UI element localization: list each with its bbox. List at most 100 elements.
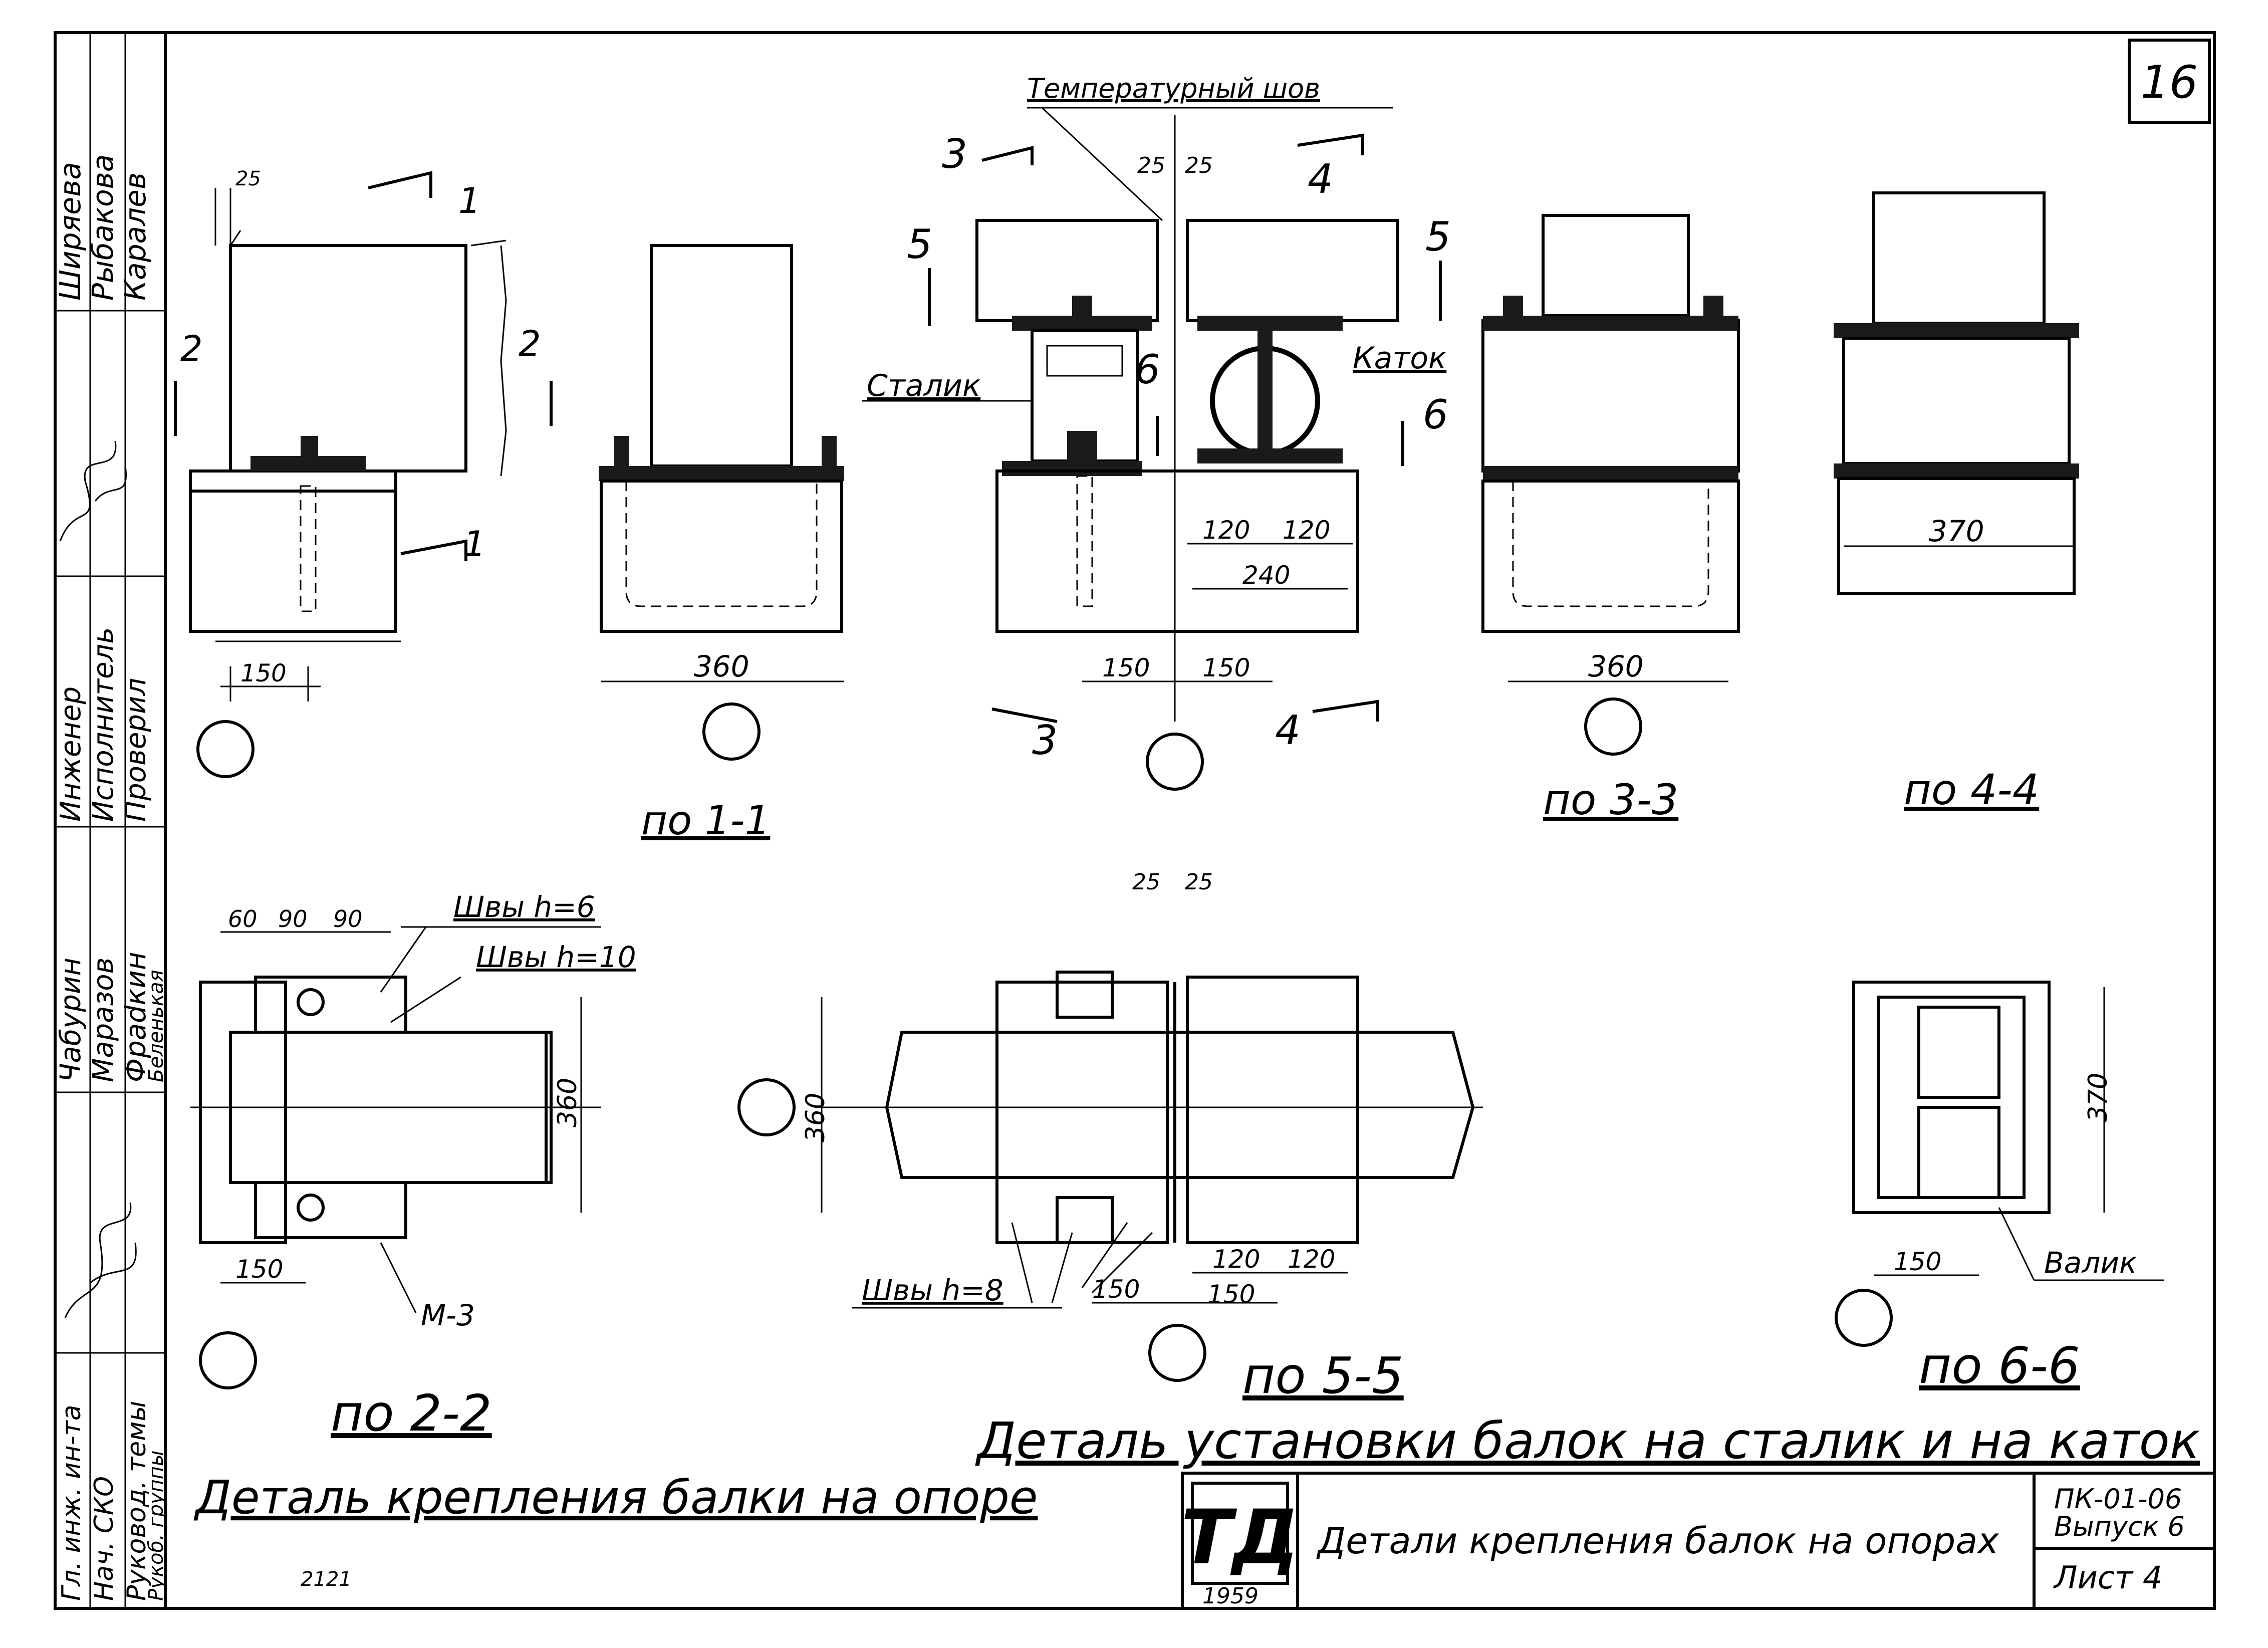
dim-370-section66: 370 [2083,1073,2113,1122]
label-stalik: Сталик [867,368,980,403]
view-label-2-2: по 2-2 [331,1384,492,1443]
view-circle-22 [199,1331,257,1389]
dim-370-section44: 370 [1929,514,1984,548]
name-rybakova: Рыбакова [86,154,120,301]
stamp-year: 1959 [1202,1583,1258,1609]
dim-120-b: 120 [1283,516,1330,545]
view-label-4-4: по 4-4 [1904,765,2039,814]
cut-mark-4-bottom: 4 [1275,707,1301,754]
dim-25-b: 25 [1185,153,1213,178]
dim-150-plan55-a: 150 [1092,1275,1140,1304]
cut-mark-5-left: 5 [907,221,932,268]
role-checked: Проверил [120,678,152,822]
label-welds-h10: Швы h=10 [476,940,636,974]
dim-150-section66: 150 [1894,1247,1941,1276]
bottom-note: 2121 [301,1568,352,1591]
label-valik: Валик [2044,1246,2137,1280]
view-circle-11 [702,702,761,761]
role-chief-engineer: Гл. инж. ин-та [57,1404,87,1601]
title-block: ТД 1959 Детали крепления балок на опорах… [1181,1472,2216,1610]
dim-120-plan55-b: 120 [1288,1245,1335,1274]
view-circle-66 [1835,1289,1893,1347]
view-label-3-3: по 3-3 [1543,775,1678,824]
dim-360-section11: 360 [694,649,749,683]
left-signature-strip: Гл. инж. ин-та Нач. СКО Руковод. темы Ру… [53,33,168,1608]
dim-150-plan22: 150 [235,1255,283,1284]
view-label-1-1: по 1-1 [641,797,770,844]
dim-360-plan22: 360 [553,1078,583,1127]
dim-25-plan55-a: 25 [1132,869,1160,895]
cut-mark-1-top: 1 [458,180,481,221]
signature-2 [64,1202,137,1318]
sheet-label: Лист 4 [2053,1559,2162,1596]
cut-mark-3-top: 3 [942,131,967,177]
label-welds-h8: Швы h=8 [862,1273,1003,1307]
label-m3: М-3 [421,1298,475,1332]
name-karalev: Каралев [118,172,152,301]
dim-240: 240 [1242,561,1290,590]
dim-120-plan55-a: 120 [1212,1245,1260,1274]
name-marazov: Маразов [87,957,120,1082]
page-number: 16 [2141,56,2198,109]
cut-mark-4-top: 4 [1308,156,1333,202]
dim-25-left: 25 [235,167,261,190]
view-circle-33 [1584,697,1642,756]
dim-150-side: 150 [240,659,287,687]
view-central-elevation: Температурный шов Сталик Каток 25 25 120… [862,73,1451,791]
view-circle-1 [196,720,255,778]
view-circle-55-left [737,1078,796,1136]
dim-360-plan55: 360 [801,1093,831,1142]
cut-mark-2-left: 2 [180,328,203,369]
page-number-box: 16 [2128,39,2211,124]
name-chaburin: Чабурин [55,958,87,1082]
cut-mark-3-bottom: 3 [1032,717,1058,764]
label-katok: Каток [1353,341,1446,376]
dim-150-plan55-b: 150 [1207,1280,1255,1309]
view-plan-5-5: 360 25 25 Швы h=8 150 120 120 150 по 5-5 [737,869,1483,1405]
dim-120-a: 120 [1202,516,1250,545]
view-side-elevation: 25 150 1 1 2 2 [174,167,553,778]
role-engineer: Инженер [55,686,87,822]
cut-mark-1-bottom: 1 [463,524,486,565]
view-plan-2-2: 360 60 90 90 Швы h=6 Швы h=10 150 М-3 по… [190,890,636,1443]
name-shiryaeva: Ширяева [53,162,87,301]
td-logo-letters: ТД [1181,1494,1299,1581]
title-right-detail: Деталь установки балок на сталик и на ка… [975,1411,2200,1470]
drawing-code: ПК-01-06 [2054,1483,2182,1515]
dim-360-section33: 360 [1588,649,1644,683]
label-welds-h6: Швы h=6 [453,890,595,924]
label-temperature-joint: Температурный шов [1027,73,1320,104]
view-circle-55 [1148,1324,1206,1382]
view-section-4-4: 370 по 4-4 [1834,191,2079,814]
view-section-1-1: 360 по 1-1 [599,244,844,844]
dim-90-b: 90 [333,905,363,932]
role-head-sko: Нач. СКО [89,1476,119,1601]
role-group-lead: Рукоб. группы [145,1451,168,1601]
view-section-6-6: 370 150 Валик по 6-6 [1835,981,2164,1395]
cut-mark-5-right: 5 [1425,213,1451,260]
dim-150-central-b: 150 [1202,653,1250,682]
name-fradkin: Фраdкин [120,952,152,1082]
cut-mark-6-right: 6 [1423,391,1448,438]
title-left-detail: Деталь крепления балки на опоре [193,1471,1038,1524]
dim-25-a: 25 [1137,153,1165,178]
role-topic-lead: Руковод. темы [122,1401,152,1601]
view-label-5-5: по 5-5 [1242,1346,1404,1405]
view-circle-central [1146,733,1204,791]
signature-1 [59,440,127,542]
dim-90-a: 90 [278,905,308,932]
sheet-title: Детали крепления балок на опорах [1316,1520,1999,1562]
name-belenkaya: Беленькая [145,970,168,1082]
view-label-6-6: по 6-6 [1919,1336,2080,1395]
dim-60: 60 [228,905,258,932]
role-executor: Исполнитель [87,627,120,822]
sheet-frame [54,31,2216,1610]
cut-mark-2-right: 2 [519,323,541,364]
dim-150-central-a: 150 [1102,653,1150,682]
drawing-issue: Выпуск 6 [2054,1511,2185,1542]
dim-25-plan55-b: 25 [1185,869,1213,895]
cut-mark-6-left: 6 [1135,346,1160,393]
view-section-3-3: 360 по 3-3 [1481,214,1740,824]
td-logo [1191,1482,1289,1585]
